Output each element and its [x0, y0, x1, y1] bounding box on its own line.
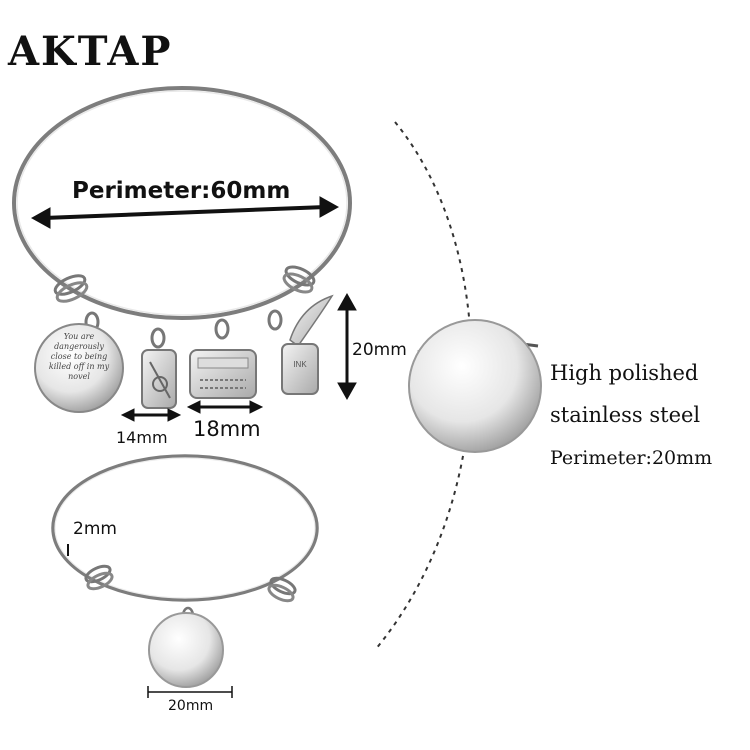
detail-line-material: stainless steel — [550, 403, 701, 427]
typewriter-charm — [189, 318, 257, 399]
wire-thickness-label: 2mm — [73, 519, 117, 539]
disc-diameter-label: 20mm — [168, 698, 214, 714]
scissors-width-label: 14mm — [116, 428, 168, 447]
typewriter-width-arrow — [186, 400, 264, 414]
top-bangle — [12, 86, 352, 320]
disc-width-arrow — [147, 686, 233, 698]
perimeter-label: Perimeter:60mm — [72, 178, 291, 204]
scissors-width-arrow — [120, 408, 182, 422]
brand-logo: AKTAP — [8, 28, 173, 75]
detail-disc — [408, 319, 542, 453]
bottom-bangle — [51, 454, 319, 603]
ink-label: INK — [293, 360, 307, 369]
detail-line-perimeter: Perimeter:20mm — [550, 447, 713, 469]
detail-line-finish: High polished — [550, 361, 699, 385]
perimeter-arrow — [30, 196, 340, 229]
charm-height-arrow — [337, 292, 357, 401]
quote-charm-text: You are dangerously close to being kille… — [48, 332, 110, 381]
ink-charm — [267, 294, 334, 395]
typewriter-width-label: 18mm — [193, 417, 261, 441]
scissors-charm — [141, 327, 177, 409]
charm-height-label: 20mm — [352, 340, 407, 360]
quote-charm — [34, 311, 124, 413]
bottom-disc — [148, 606, 224, 688]
